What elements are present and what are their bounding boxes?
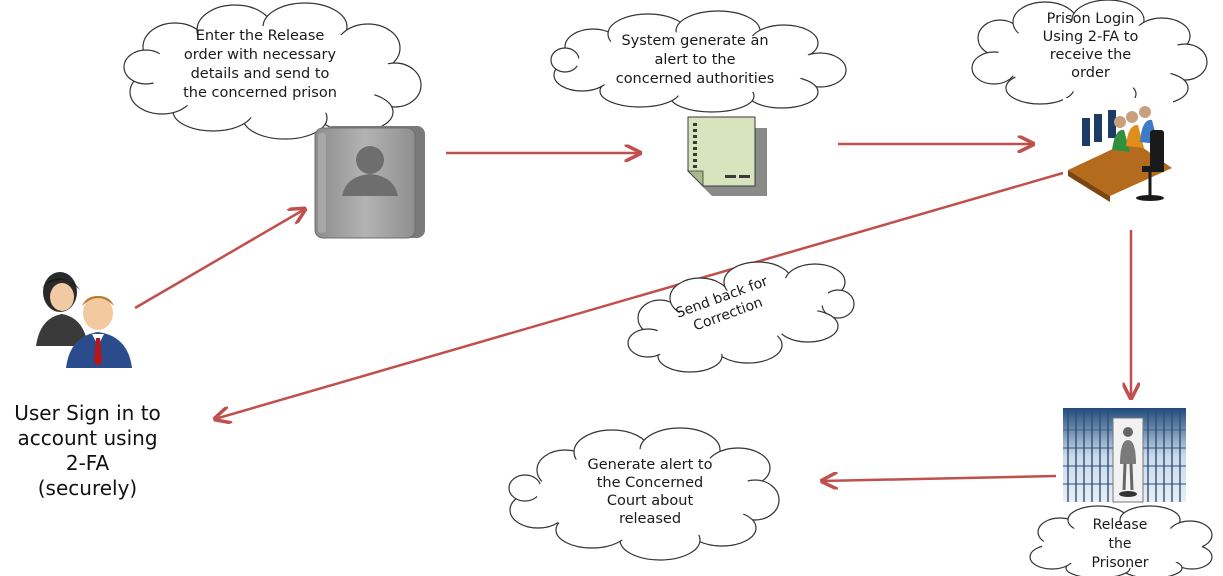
document-icon <box>687 116 767 196</box>
cloud-text-court-alert: Generate alert to the Concerned Court ab… <box>587 457 713 527</box>
cloud-system-alert <box>550 10 847 113</box>
cloud-text-enter-release-order: Enter the Release order with necessary d… <box>183 28 337 101</box>
arrow-user-to-folder <box>134 209 305 310</box>
cloud-court-alert <box>508 427 780 561</box>
arrow-send-back-to-user <box>215 171 1064 419</box>
arrow-prison-to-court <box>822 476 1057 481</box>
cloud-text-prison-login: Prison Login Using 2-FA to receive the o… <box>1042 11 1139 81</box>
computer-operators-icon <box>1063 98 1173 208</box>
cloud-text-release-prisoner: Release the Prisoner <box>1091 517 1149 571</box>
cloud-release-prisoner <box>1029 505 1213 576</box>
prison-bars-icon <box>1063 408 1186 503</box>
cloud-send-back <box>627 261 855 373</box>
users-icon <box>36 272 132 368</box>
cloud-prison-login <box>971 0 1208 111</box>
arrows <box>134 144 1131 481</box>
user-signin-label: User Sign in to account using 2-FA (secu… <box>14 401 161 500</box>
cloud-text-system-alert: System generate an alert to the concerne… <box>615 33 775 87</box>
cloud-enter-release-order <box>123 2 422 140</box>
contact-folder-icon <box>314 126 425 239</box>
